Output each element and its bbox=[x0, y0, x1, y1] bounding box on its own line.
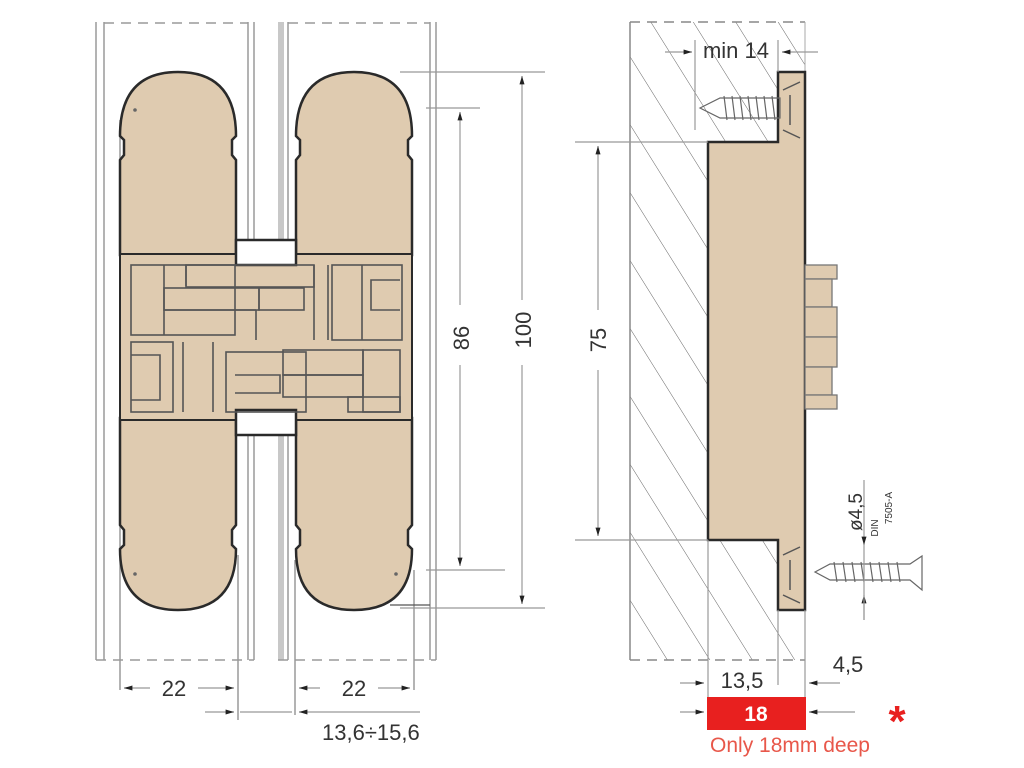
screw-bottom-icon bbox=[813, 554, 923, 592]
screw-standard-din: DIN bbox=[870, 519, 881, 536]
depth-note: Only 18mm deep bbox=[710, 734, 870, 757]
dimension-4-5: 4,5 bbox=[833, 652, 864, 677]
dimension-86: 86 bbox=[449, 326, 474, 350]
dimension-18: 18 bbox=[744, 703, 768, 726]
side-dimensions bbox=[575, 40, 867, 715]
screw-standard-code: 7505-A bbox=[884, 492, 895, 525]
dimension-22-right: 22 bbox=[342, 676, 366, 701]
hinge-left-leaf-bottom bbox=[118, 416, 238, 612]
screw-top-icon bbox=[698, 95, 781, 121]
note-asterisk: * bbox=[888, 697, 906, 746]
hinge-left-leaf bbox=[118, 70, 238, 257]
side-hinge-profile bbox=[706, 70, 807, 612]
dimension-22-left: 22 bbox=[162, 676, 186, 701]
dimension-75: 75 bbox=[586, 328, 611, 352]
hinge-right-leaf bbox=[294, 70, 414, 257]
hinge-body bbox=[118, 70, 414, 612]
screw-diameter: ø4,5 bbox=[846, 493, 867, 531]
dimension-min-14: min 14 bbox=[703, 38, 769, 63]
side-view: min 14 75 13,5 4,5 ø4,5 DIN 7505-A 18 * … bbox=[575, 21, 923, 757]
dimension-gap: 13,6÷15,6 bbox=[322, 720, 420, 745]
front-view: 100 86 22 22 13,6÷15,6 bbox=[95, 22, 545, 745]
mechanism-details bbox=[130, 264, 403, 413]
dimension-100: 100 bbox=[511, 312, 536, 349]
dimension-13-5: 13,5 bbox=[721, 668, 764, 693]
depth-18-badge bbox=[707, 697, 806, 730]
hinge-right-leaf-bottom bbox=[294, 416, 414, 612]
front-dimensions bbox=[124, 71, 545, 715]
side-mechanism bbox=[804, 264, 838, 410]
